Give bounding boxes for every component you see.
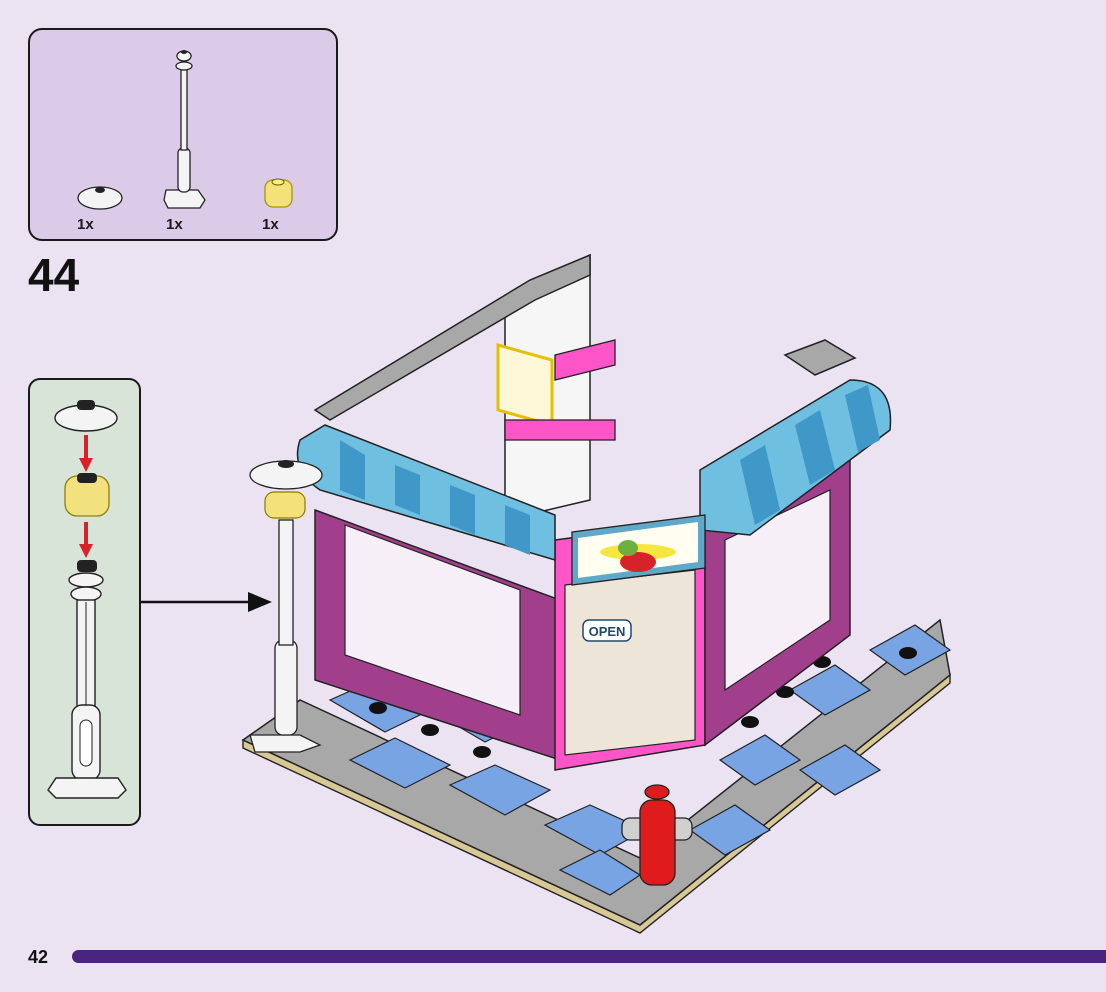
awning-right	[699, 379, 892, 536]
part-round-brick-icon	[264, 178, 293, 208]
open-sign: OPEN	[582, 619, 632, 642]
parts-list-callout: 1x 1x 1x	[28, 28, 338, 241]
round-brick-icon	[64, 473, 110, 517]
callout-arrow-icon	[141, 592, 272, 612]
part-quantity: 1x	[166, 216, 183, 233]
sub-assembly-illustration	[47, 400, 127, 799]
pink-plates	[504, 339, 616, 441]
assembly-arrow-icon	[79, 522, 93, 558]
parts-list-illustration	[77, 50, 293, 210]
dish-icon	[54, 400, 118, 432]
shop-walls	[314, 458, 851, 771]
page-number: 42	[28, 947, 49, 967]
sub-assembly-callout	[28, 378, 141, 826]
back-walls	[313, 253, 857, 521]
awning-left	[296, 424, 556, 562]
base-plate	[241, 618, 951, 934]
part-lamp-post-icon	[163, 50, 206, 209]
assembly-arrow-icon	[79, 435, 93, 472]
fire-hydrant	[621, 784, 693, 886]
street-lamp	[249, 460, 323, 753]
page-progress-bar	[72, 950, 1106, 963]
part-quantity: 1x	[77, 216, 94, 233]
open-sign-text: OPEN	[589, 624, 626, 639]
part-round-dish-icon	[77, 186, 123, 210]
menu-poster	[496, 343, 554, 427]
lamp-post-icon	[47, 560, 127, 799]
tile-studs	[369, 647, 917, 758]
grocery-sign	[571, 514, 706, 586]
part-quantity: 1x	[262, 216, 279, 233]
sidewalk-tiles	[328, 624, 952, 896]
step-number: 44	[28, 249, 80, 301]
